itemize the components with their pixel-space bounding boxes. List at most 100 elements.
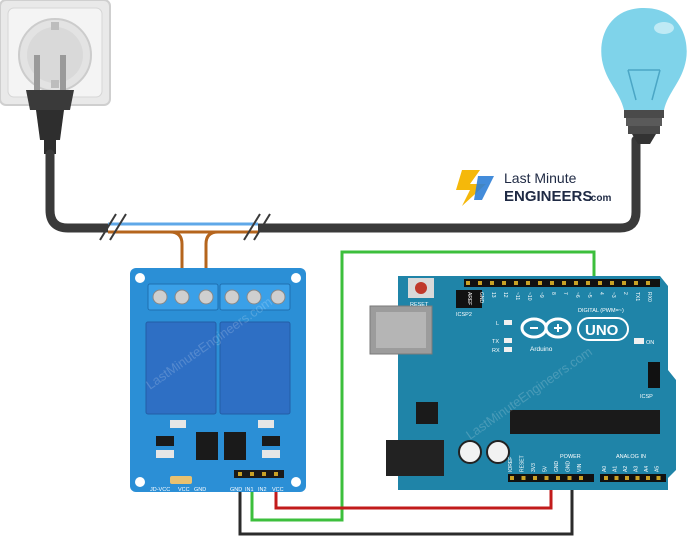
header-pin xyxy=(610,281,614,285)
pin-label: IOREF xyxy=(508,457,514,472)
pin-label: 7 xyxy=(562,292,568,295)
relay-pin-label: VCC xyxy=(178,487,190,493)
pin-label: GND xyxy=(554,461,560,473)
header-pin xyxy=(538,281,542,285)
header-pin xyxy=(579,476,583,480)
terminal-block-2 xyxy=(219,283,291,311)
header-pin xyxy=(544,476,549,480)
icsp2-label: ICSP2 xyxy=(456,312,472,318)
microcontroller xyxy=(510,410,660,434)
header-pin xyxy=(533,476,537,480)
power-header xyxy=(508,474,594,482)
brand-line1: Last Minute xyxy=(504,170,577,186)
header-pin xyxy=(567,476,572,480)
dc-jack xyxy=(386,440,444,476)
header-pin xyxy=(556,476,560,480)
pin-label: 4 xyxy=(598,292,604,295)
wall-socket-icon xyxy=(0,0,111,106)
header-pin xyxy=(625,476,629,480)
relay-header-label: IN1 xyxy=(245,487,254,493)
relay-header-label: GND xyxy=(230,487,242,493)
relay-pin-label: JD-VCC xyxy=(150,487,170,493)
pin-label: RESET xyxy=(520,455,526,472)
capacitor xyxy=(458,440,482,464)
reset-label: RESET xyxy=(410,302,429,308)
led-rx-label: RX xyxy=(492,348,500,354)
header-pin xyxy=(478,281,482,285)
header-pin xyxy=(586,281,590,285)
pin-label: A1 xyxy=(613,466,619,472)
relay-2 xyxy=(219,321,291,415)
brand-suffix: .com xyxy=(588,193,611,204)
pin-label: 5V xyxy=(543,465,549,472)
wire-black xyxy=(238,474,574,536)
pin-label: A2 xyxy=(623,466,629,472)
header-pin xyxy=(490,281,494,285)
light-bulb-icon xyxy=(601,8,687,144)
pin-label: ~6 xyxy=(574,292,580,298)
wire-brown-1 xyxy=(169,230,184,290)
relay-1 xyxy=(145,321,217,415)
led-l-label: L xyxy=(496,321,499,327)
analog-label: ANALOG IN xyxy=(616,454,646,460)
brand-logo: Last Minute ENGINEERS .com xyxy=(456,170,611,206)
pin-label: 13 xyxy=(490,292,496,298)
header-pin xyxy=(550,281,554,285)
capacitor xyxy=(486,440,510,464)
header-pin xyxy=(656,476,661,480)
voltage-regulator xyxy=(416,402,438,424)
mains-cable xyxy=(45,135,641,233)
pin-label: ~11 xyxy=(514,292,520,300)
header-pin xyxy=(635,476,640,480)
arduino-model: UNO xyxy=(585,322,619,339)
header-pin xyxy=(598,281,602,285)
power-label: POWER xyxy=(560,454,581,460)
relay-pin-label: GND xyxy=(194,487,206,493)
on-label: ON xyxy=(646,340,654,346)
header-pin xyxy=(634,281,638,285)
pin-label: 3V3 xyxy=(531,463,537,472)
arduino-infinity-icon xyxy=(520,317,572,339)
relay-header-label: IN2 xyxy=(258,487,267,493)
wire-red xyxy=(274,474,553,510)
header-pin xyxy=(646,281,650,285)
terminal-block-1 xyxy=(147,283,219,311)
pin-label: A5 xyxy=(655,466,661,472)
digital-label: DIGITAL (PWM=~) xyxy=(578,308,624,314)
header-pin xyxy=(510,476,514,480)
relay-header-label: VCC xyxy=(272,487,284,493)
pin-label: ~10 xyxy=(526,292,532,301)
header-pin xyxy=(614,476,619,480)
brand-line2: ENGINEERS xyxy=(504,188,592,205)
header-pin xyxy=(526,281,530,285)
header-pin xyxy=(562,281,566,285)
plug-icon xyxy=(26,55,74,154)
pin-label: GND xyxy=(478,292,484,304)
pin-label: 12 xyxy=(502,292,508,298)
relay-module: JD-VCC VCC GND GND IN1 IN2 VCC xyxy=(130,268,306,493)
pin-label: AREF xyxy=(466,292,472,305)
lightning-logo-icon xyxy=(456,170,494,206)
relay-input-header xyxy=(234,470,284,478)
header-pin xyxy=(514,281,518,285)
header-pin xyxy=(604,476,608,480)
wire-green xyxy=(250,250,596,522)
analog-header xyxy=(600,474,666,482)
wire-brown-2 xyxy=(204,230,219,290)
header-pin xyxy=(466,281,470,285)
pin-label: GND xyxy=(566,461,572,473)
pin-label: TX1 xyxy=(634,292,640,301)
header-pin xyxy=(622,281,626,285)
pin-label: A0 xyxy=(602,466,608,472)
header-pin xyxy=(502,281,506,285)
pin-label: ~3 xyxy=(610,292,616,298)
header-pin xyxy=(646,476,650,480)
header-pin xyxy=(574,281,578,285)
pin-label: RX0 xyxy=(646,292,652,302)
led-tx-label: TX xyxy=(492,339,499,345)
pin-label: A3 xyxy=(634,466,640,472)
cable-cut xyxy=(99,213,271,241)
header-pin xyxy=(521,476,526,480)
icsp-label: ICSP xyxy=(640,394,653,400)
pin-label: 2 xyxy=(622,292,628,295)
